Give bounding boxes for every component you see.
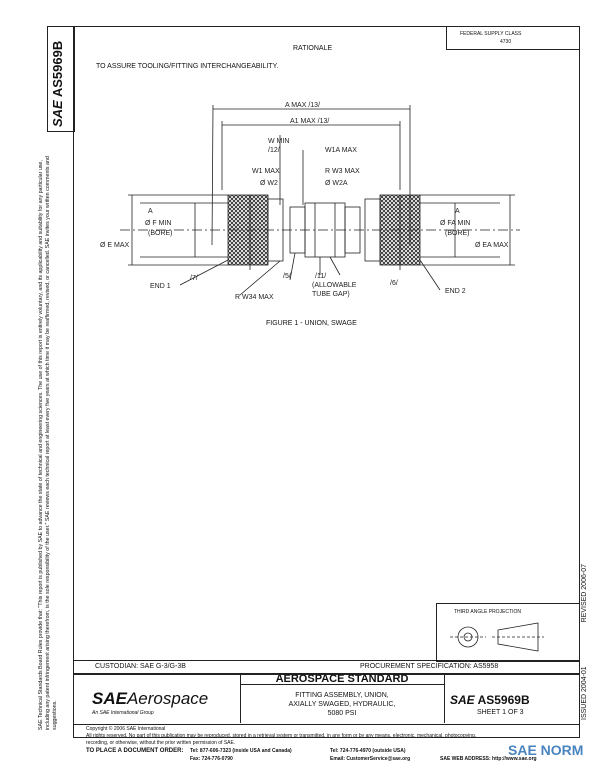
label-phi-e-max: Ø E MAX: [100, 242, 130, 249]
email: Email: CustomerService@sae.org: [330, 756, 411, 762]
fed-class-line2: 4730: [500, 39, 512, 45]
issued-date: ISSUED 2004-01: [581, 666, 588, 720]
desc-line1: FITTING ASSEMBLY, UNION,: [295, 692, 389, 699]
label-n11: /11/: [315, 273, 326, 280]
sheet-number: SHEET 1 OF 3: [477, 709, 524, 716]
figure-caption: FIGURE 1 - UNION, SWAGE: [266, 320, 357, 327]
rules-text: SAE Technical Standards Board Rules prov…: [38, 156, 58, 730]
doc-id-strip: [47, 26, 75, 132]
aero-logo-sae: SAE: [92, 689, 127, 708]
revised-date: REVISED 2006-07: [581, 564, 588, 623]
tel-inside: Tel: 877-606-7323 (inside USA and Canada…: [190, 748, 292, 754]
rationale-title: RATIONALE: [293, 45, 333, 52]
title-block-h-divider: [240, 684, 444, 685]
label-bore-left: (BORE): [148, 230, 173, 237]
copyright: Copyright © 2006 SAE International: [86, 726, 166, 732]
label-phi-ea-max: Ø EA MAX: [475, 242, 509, 249]
label-n5: /5/: [283, 273, 291, 280]
label-n7: /7/: [190, 275, 198, 282]
label-r-w3-max: R W3 MAX: [325, 168, 360, 175]
web-address: SAE WEB ADDRESS: http://www.sae.org: [440, 756, 537, 762]
custodian: CUSTODIAN: SAE G-3/G-3B: [95, 663, 186, 670]
standard-title: AEROSPACE STANDARD: [275, 673, 409, 685]
label-a-left: A: [148, 208, 153, 215]
sae-logo: SAE: [50, 100, 65, 127]
label-a-right: A: [455, 208, 460, 215]
doc-no: AS5969B: [477, 693, 530, 707]
union-swage-drawing: A MAX /13/ A1 MAX /13/ W MIN /12/ W1A MA…: [100, 102, 520, 301]
label-phi-w2: Ø W2: [260, 180, 278, 187]
title-block-divider-2: [444, 673, 445, 723]
label-a1-max: A1 MAX /13/: [290, 118, 329, 125]
fax: Fax: 724-776-0790: [190, 756, 233, 762]
projection-box: [436, 603, 580, 662]
label-w1-max: W1 MAX: [252, 168, 280, 175]
aero-logo-word: Aerospace: [126, 689, 209, 708]
issued-revised: ISSUED 2004-01 REVISED 2006-07: [581, 564, 589, 720]
sheet-frame: [73, 26, 580, 738]
label-w-min-note: /12/: [268, 147, 280, 154]
label-w1a-max: W1A MAX: [325, 147, 357, 154]
desc-line2: AXIALLY SWAGED, HYDRAULIC,: [288, 701, 396, 708]
label-allowable: (ALLOWABLE: [312, 282, 357, 289]
fed-class-line1: FEDERAL SUPPLY CLASS: [460, 31, 522, 37]
fed-class-box: [446, 26, 580, 50]
label-phi-w2a: Ø W2A: [325, 180, 348, 187]
custodian-row: [73, 660, 580, 675]
procurement-spec: PROCUREMENT SPECIFICATION: AS5958: [360, 663, 499, 670]
doc-number: SAE AS5969B: [450, 693, 530, 707]
label-w-min: W MIN: [268, 138, 289, 145]
label-end1: END 1: [150, 283, 171, 290]
watermark: SAE NORM: [508, 742, 584, 758]
label-tube-gap: TUBE GAP): [312, 291, 350, 298]
aerospace-logo: SAEAerospace: [92, 690, 208, 708]
projection-symbol: [450, 622, 544, 652]
order-label: TO PLACE A DOCUMENT ORDER:: [86, 748, 184, 754]
tel-outside: Tel: 724-776-4970 (outside USA): [330, 748, 406, 754]
title-block: [73, 673, 580, 725]
rights-text-2: recording, or otherwise, without the pri…: [86, 740, 236, 746]
doc-no-logo: SAE: [450, 693, 475, 707]
label-bore-right: (BORE): [445, 230, 470, 237]
label-a-max: A MAX /13/: [285, 102, 320, 109]
title-block-divider-1: [240, 673, 241, 723]
rights-text: All rights reserved. No part of this pub…: [86, 733, 477, 739]
label-phi-f-min: Ø F MIN: [145, 220, 171, 227]
label-r-w34-max: R W34 MAX: [235, 294, 274, 301]
label-end2: END 2: [445, 288, 466, 295]
aero-logo-sub: An SAE International Group: [92, 710, 154, 716]
doc-id: AS5969B: [50, 40, 65, 98]
doc-id-vertical: SAE AS5969B: [50, 41, 65, 127]
label-n6: /6/: [390, 280, 398, 287]
rationale-text: TO ASSURE TOOLING/FITTING INTERCHANGEABI…: [96, 63, 279, 70]
label-phi-fa-min: Ø FA MIN: [440, 220, 470, 227]
desc-line3: 5080 PSI: [327, 710, 357, 717]
projection-label: THIRD ANGLE PROJECTION: [454, 609, 521, 615]
